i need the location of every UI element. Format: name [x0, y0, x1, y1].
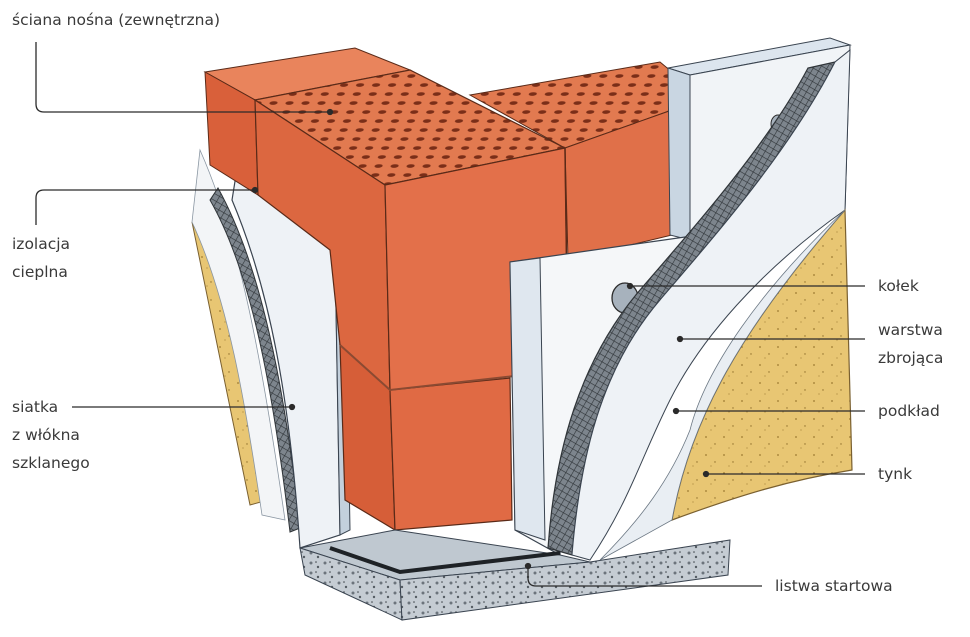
- leader-dot-siatka: [288, 403, 296, 411]
- brick-lower-right: [389, 377, 513, 531]
- primer-layer: [571, 48, 851, 561]
- primer-lower: [599, 209, 846, 561]
- label-plaster: tynk: [878, 465, 913, 483]
- label-thermal-insulation-line1: izolacja: [12, 235, 71, 253]
- mortar-joint: [339, 344, 569, 392]
- label-load-bearing-wall: ściana nośna (zewnętrzna): [12, 11, 220, 29]
- label-thermal-insulation: izolacja cieplna: [12, 230, 70, 286]
- leader-dot-sciana: [326, 108, 334, 116]
- label-glass-fiber-mesh-line3: szklanego: [12, 454, 90, 472]
- leader-izolacja: [35, 189, 255, 225]
- label-glass-fiber-mesh-line2: z włókna: [12, 426, 80, 444]
- label-primer: podkład: [878, 402, 940, 420]
- label-glass-fiber-mesh: siatka z włókna szklanego: [12, 393, 90, 477]
- leader-lines: [35, 42, 865, 587]
- leader-dot-izolacja: [251, 186, 259, 194]
- label-anchor: kołek: [878, 277, 919, 295]
- leader-sciana: [35, 42, 330, 113]
- left-mesh-layer: [209, 187, 301, 533]
- label-reinforcement-layer-line1: warstwa: [878, 321, 943, 339]
- leader-dot-kolek: [626, 282, 634, 290]
- left-insulation-board: [231, 148, 341, 549]
- front-insulation-edge: [509, 257, 546, 541]
- label-thermal-insulation-line2: cieplna: [12, 263, 68, 281]
- leader-listwa: [527, 566, 762, 587]
- leader-dot-warstwa: [676, 335, 684, 343]
- starter-rail-line: [329, 546, 561, 575]
- right-insulation-back: [667, 67, 691, 241]
- leader-dot-listwa: [524, 562, 532, 570]
- gravel-base-right: [399, 539, 731, 621]
- label-reinforcement-layer-line2: zbrojąca: [878, 349, 944, 367]
- label-starter-rail: listwa startowa: [775, 577, 893, 595]
- label-reinforcement-layer: warstwa zbrojąca: [878, 316, 943, 372]
- leader-dot-podklad: [672, 407, 680, 415]
- leader-dot-tynk: [702, 470, 710, 478]
- label-glass-fiber-mesh-line1: siatka: [12, 398, 59, 416]
